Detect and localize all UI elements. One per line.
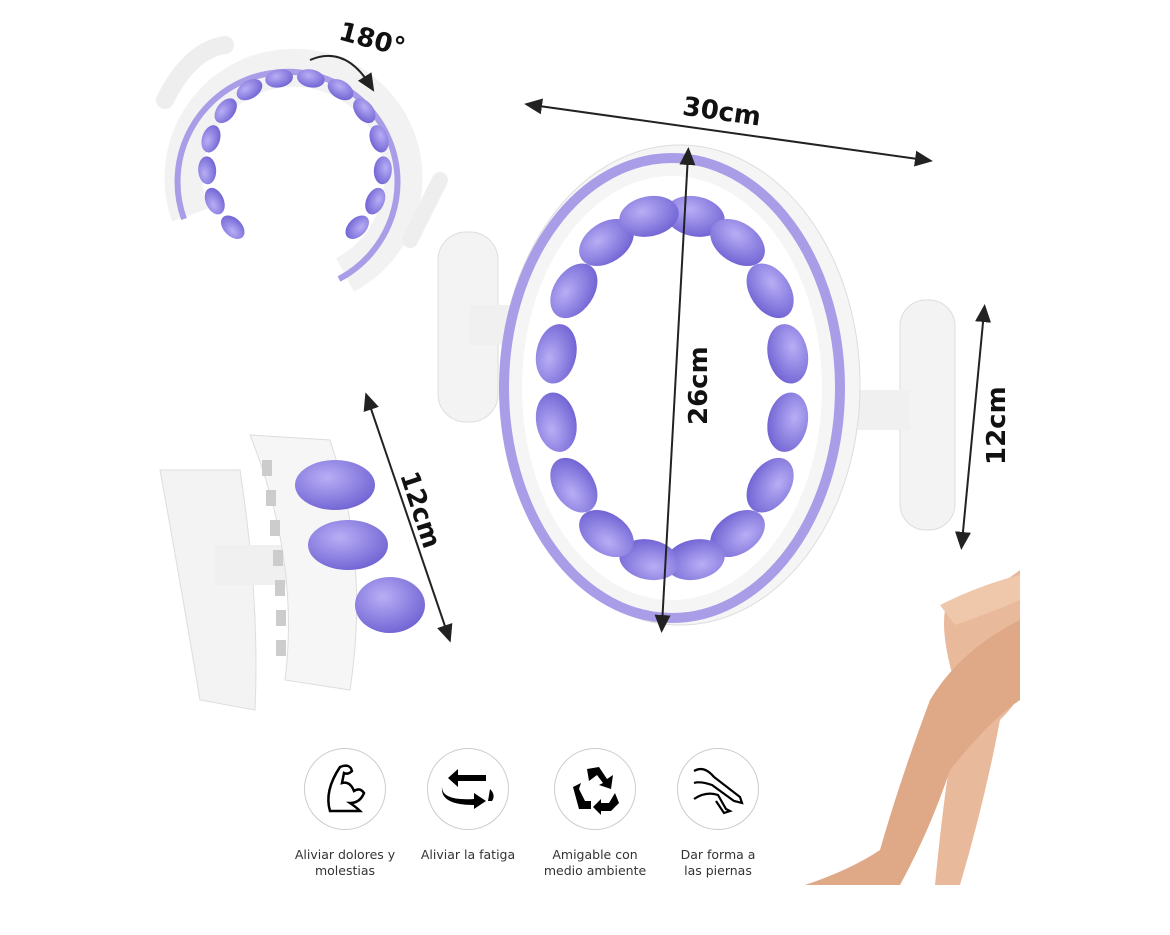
roller (369, 125, 389, 153)
height-label: 26cm (684, 346, 714, 425)
roller (767, 392, 809, 452)
roller (535, 392, 577, 452)
roller (353, 98, 376, 124)
roller (214, 98, 237, 124)
width-label: 30cm (681, 92, 763, 133)
legs-photo (805, 570, 1020, 885)
recycle-icon (554, 748, 636, 830)
muscle-arm-icon (304, 748, 386, 830)
roller-segment-detail (159, 434, 425, 711)
rotate-arrows-icon (427, 748, 509, 830)
roller (579, 218, 634, 267)
feature-label: Aliviar la fatiga (420, 847, 516, 862)
roller (535, 324, 577, 384)
roller (710, 509, 765, 558)
roller (746, 263, 794, 319)
roller (265, 69, 294, 88)
roller (579, 509, 634, 558)
main-massager-ring: 26cm (437, 144, 956, 633)
roller (365, 187, 386, 215)
right-handle-label: 12cm (982, 386, 1012, 465)
roller (221, 215, 245, 239)
roller (345, 215, 369, 239)
roller (236, 79, 263, 101)
roller (201, 125, 221, 153)
left-handle-label: 12cm (393, 468, 446, 552)
roller (373, 156, 392, 185)
feature-label: Aliviar dolores y (294, 847, 396, 862)
feature-label: Dar forma a (680, 847, 756, 862)
rotation-label: 180° (336, 17, 409, 63)
roller (710, 218, 765, 267)
feature-relieve-fatigue: Aliviar la fatiga (398, 748, 538, 863)
roller (327, 79, 354, 101)
legs-icon (677, 748, 759, 830)
feature-label: molestias (314, 863, 376, 878)
roller (296, 69, 325, 88)
roller (550, 457, 598, 513)
roller (550, 263, 598, 319)
feature-label: medio ambiente (543, 863, 647, 878)
roller (198, 156, 217, 185)
feature-label: Amigable con (552, 847, 638, 862)
roller (746, 457, 794, 513)
feature-label: las piernas (684, 863, 752, 878)
roller (767, 324, 809, 384)
open-massager-arc: 180° (156, 17, 448, 292)
roller (204, 187, 225, 215)
